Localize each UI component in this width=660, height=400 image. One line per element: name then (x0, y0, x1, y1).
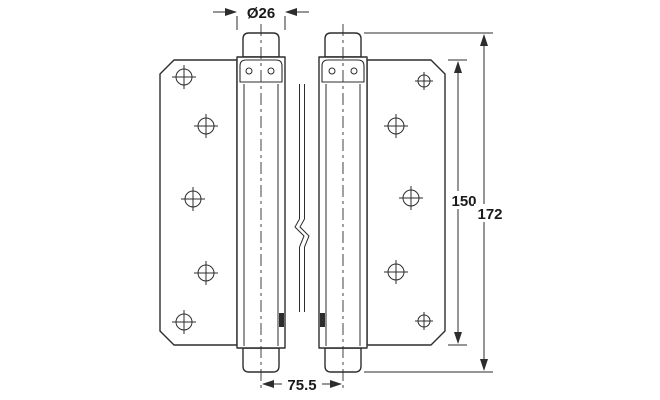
screw-hole (384, 260, 408, 284)
right-spring-barrel (318, 24, 368, 391)
dimension-center-distance: 75.5 (262, 375, 342, 394)
dimension-leaf-height: 150 (448, 59, 481, 346)
screw-hole (181, 187, 205, 211)
right-leaf-outline (366, 59, 446, 346)
screw-hole (415, 312, 433, 330)
screw-hole (172, 310, 196, 334)
break-symbol (294, 218, 305, 248)
total-height-label: 172 (477, 206, 502, 223)
screw-hole (399, 186, 423, 210)
left-hinge-leaf (159, 59, 238, 346)
rivet-hole (328, 67, 336, 75)
screw-hole (172, 65, 196, 89)
pin-mark (320, 313, 325, 327)
right-barrel-bottom-cap (324, 347, 362, 373)
left-leaf-outline (159, 59, 238, 346)
right-barrel-strap (321, 59, 365, 83)
screw-hole (194, 261, 218, 285)
pin-mark (279, 313, 284, 327)
leaf-height-label: 150 (451, 193, 476, 210)
rivet-hole (350, 67, 358, 75)
screw-hole (415, 72, 433, 90)
rivet-hole (245, 67, 253, 75)
dimension-diameter: Ø26 (213, 5, 309, 30)
rivet-hole (267, 67, 275, 75)
left-barrel-strap (239, 59, 283, 83)
screw-hole (384, 114, 408, 138)
break-symbol (299, 218, 310, 248)
left-barrel-top-cap (242, 32, 280, 58)
diameter-label: Ø26 (247, 5, 275, 22)
center-break-section (294, 84, 310, 312)
dimension-total-height: 172 (364, 32, 507, 373)
left-spring-barrel (236, 24, 286, 391)
screw-hole (194, 114, 218, 138)
center-distance-label: 75.5 (287, 377, 316, 394)
left-barrel-bottom-cap (242, 347, 280, 373)
right-barrel-top-cap (324, 32, 362, 58)
right-hinge-leaf (366, 59, 446, 346)
